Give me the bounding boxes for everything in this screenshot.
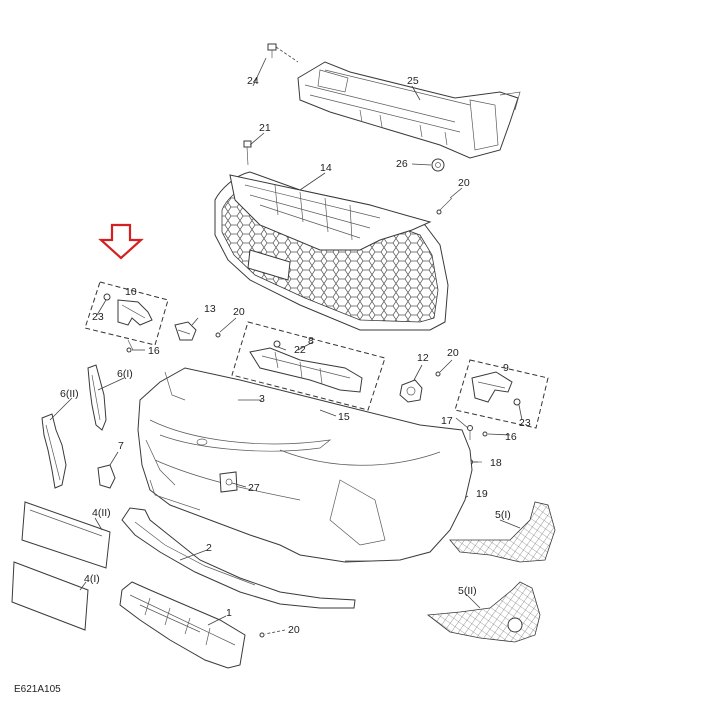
callout-20-lower: 20 bbox=[288, 624, 300, 636]
callout-22: 22 bbox=[294, 344, 306, 356]
part-4-i-plate-bracket bbox=[21, 501, 111, 569]
part-7-bracket bbox=[97, 451, 119, 489]
callout-10: 10 bbox=[125, 286, 137, 298]
callout-6-ii: 6(II) bbox=[60, 388, 79, 400]
callout-21: 21 bbox=[259, 122, 271, 134]
part-20-clip-lower bbox=[259, 629, 286, 638]
callout-24: 24 bbox=[247, 75, 259, 87]
callout-14: 14 bbox=[320, 162, 332, 174]
callout-3: 3 bbox=[259, 393, 265, 405]
callout-1: 1 bbox=[226, 607, 232, 619]
callout-16-right: 16 bbox=[505, 431, 517, 443]
callout-20-upper: 20 bbox=[458, 177, 470, 189]
callout-23-right: 23 bbox=[519, 417, 531, 429]
part-4-ii-plate bbox=[11, 561, 89, 631]
callout-8: 8 bbox=[308, 335, 314, 347]
part-6-ii-bracket bbox=[41, 413, 67, 489]
part-20-clip-upper bbox=[436, 197, 453, 215]
part-25-reinforcement-beam bbox=[297, 61, 521, 159]
part-1-lower-absorber bbox=[119, 581, 246, 669]
part-14-radiator-grille bbox=[214, 171, 449, 331]
part-5-i-fog-bezel bbox=[449, 501, 556, 563]
part-20-clip-right bbox=[435, 359, 453, 377]
part-20-clip-left bbox=[215, 317, 237, 338]
callout-2: 2 bbox=[206, 542, 212, 554]
part-6-i-bracket bbox=[87, 364, 107, 431]
callout-4-ii: 4(II) bbox=[92, 507, 111, 519]
callout-26: 26 bbox=[396, 158, 408, 170]
part-group-9-bracket bbox=[454, 359, 549, 437]
part-26-nut bbox=[411, 158, 445, 172]
callout-23-left: 23 bbox=[92, 311, 104, 323]
part-27-emblem-plate bbox=[219, 471, 238, 493]
part-group-8-bracket bbox=[231, 321, 386, 411]
callout-12: 12 bbox=[417, 352, 429, 364]
part-13-bracket bbox=[174, 317, 199, 341]
callout-19: 19 bbox=[476, 488, 488, 500]
callout-20-left: 20 bbox=[233, 306, 245, 318]
part-2-lower-trim bbox=[121, 507, 356, 609]
callout-7: 7 bbox=[118, 440, 124, 452]
callout-15: 15 bbox=[338, 411, 350, 423]
part-12-sensor bbox=[399, 364, 423, 403]
part-group-10-bracket bbox=[84, 281, 169, 353]
part-24-bolt bbox=[267, 43, 299, 63]
callout-17: 17 bbox=[441, 415, 453, 427]
part-3-bumper-cover bbox=[137, 367, 473, 563]
diagram-code: E621A105 bbox=[14, 684, 61, 695]
location-arrow-icon bbox=[98, 223, 144, 260]
part-5-ii-fog-bezel bbox=[426, 581, 541, 643]
callout-27: 27 bbox=[248, 482, 260, 494]
part-17-clip bbox=[467, 425, 473, 440]
callout-16-left: 16 bbox=[148, 345, 160, 357]
callout-4-i: 4(I) bbox=[84, 573, 100, 585]
callout-20-right: 20 bbox=[447, 347, 459, 359]
callout-5-i: 5(I) bbox=[495, 509, 511, 521]
callout-5-ii: 5(II) bbox=[458, 585, 477, 597]
callout-9: 9 bbox=[503, 362, 509, 374]
callout-6-i: 6(I) bbox=[117, 368, 133, 380]
callout-25: 25 bbox=[407, 75, 419, 87]
callout-18: 18 bbox=[490, 457, 502, 469]
callout-13: 13 bbox=[204, 303, 216, 315]
